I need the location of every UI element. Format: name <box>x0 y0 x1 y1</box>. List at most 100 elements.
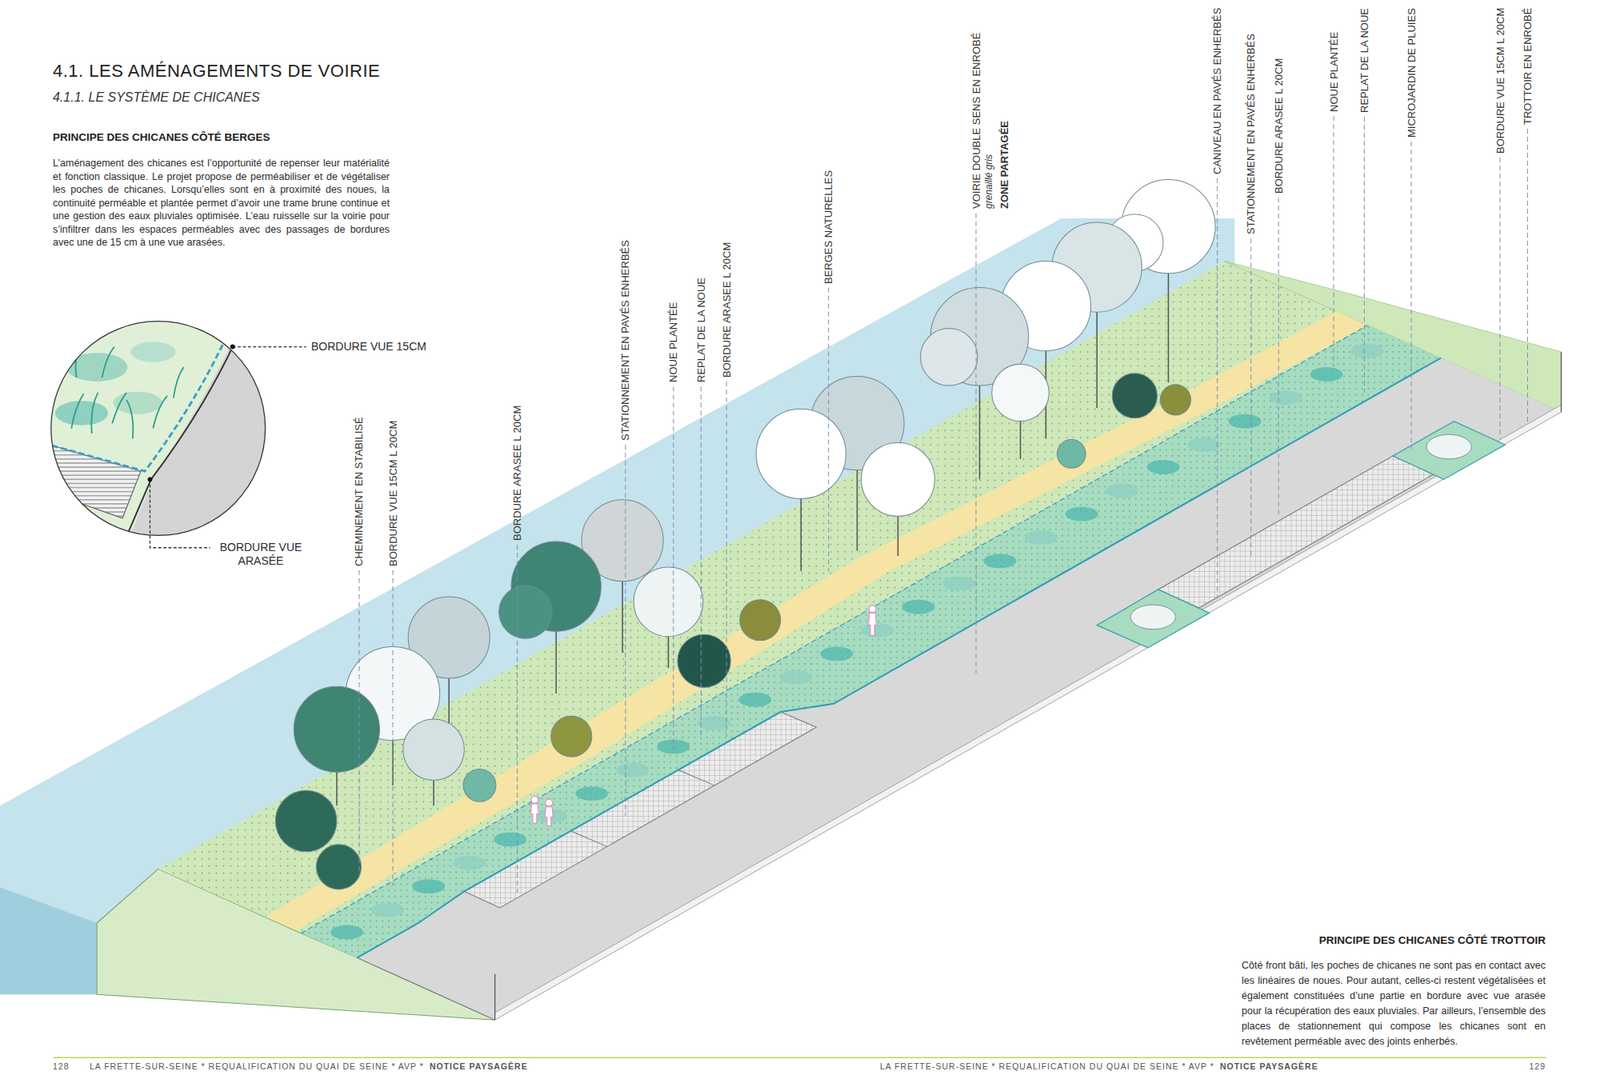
rain-garden <box>1096 589 1209 648</box>
people <box>530 605 876 827</box>
planting <box>1024 530 1058 545</box>
leader-line <box>516 544 518 893</box>
block-heading: PRINCIPE DES CHICANES CÔTÉ BERGES <box>52 130 271 144</box>
planting <box>1065 507 1099 522</box>
tree-canopy <box>403 719 465 781</box>
body-text: Côté front bâti, les poches de chicanes … <box>1241 958 1546 1050</box>
callout-label: BORDURE VUE 15CM L 20CM <box>387 420 400 567</box>
leader-line <box>1278 197 1280 516</box>
detail-grass <box>71 347 184 440</box>
leader-line <box>1333 116 1335 368</box>
planting <box>330 925 364 940</box>
person <box>868 612 876 636</box>
callout-label: TROTTOIR EN ENROBÉ <box>1521 8 1534 125</box>
leader-line <box>1500 157 1501 439</box>
tree-canopy <box>499 585 552 639</box>
rain-garden <box>1392 421 1505 480</box>
planting <box>738 692 772 708</box>
planting <box>1228 414 1262 429</box>
grass-blade <box>112 392 127 424</box>
footer-text: LA FRETTE-SUR-SEINE * REQUALIFICATION DU… <box>89 1061 424 1072</box>
section-edge <box>1560 352 1562 412</box>
planting <box>616 763 649 778</box>
planting <box>1310 367 1344 382</box>
planting <box>943 576 976 591</box>
leader-line <box>700 386 702 740</box>
bank-ground <box>158 260 1441 958</box>
grass-blade <box>126 400 133 439</box>
section-edge <box>494 974 496 1020</box>
grass-blade <box>102 347 115 378</box>
shrub <box>1130 604 1176 630</box>
callout-label: grenaillé gris <box>983 154 996 209</box>
planting <box>1351 344 1384 359</box>
leader-line <box>1250 238 1252 556</box>
leader-line <box>1411 141 1412 449</box>
tree-canopy <box>293 686 380 772</box>
leader-line <box>624 444 626 816</box>
page-number: 129 <box>1528 1061 1546 1072</box>
shrub <box>1426 434 1472 460</box>
planting <box>1188 437 1221 452</box>
planting <box>1147 460 1180 475</box>
callout-label: BORDURE ARASEE L 20CM <box>511 405 524 541</box>
planting <box>575 786 608 801</box>
person <box>545 799 553 807</box>
grass-blade <box>91 392 98 434</box>
grass-blade <box>71 393 84 428</box>
callout-label: STATIONNEMENT EN PAVÉS ENHERBÉS <box>1244 33 1257 235</box>
callout-label: ZONE PARTAGÉE <box>998 120 1011 209</box>
leader-line <box>828 288 829 572</box>
callout-label: STATIONNEMENT EN PAVÉS ENHERBÉS <box>619 240 632 441</box>
tree-trunks <box>336 255 1169 807</box>
callout-label: BORDURE VUE 15CM L 20CM <box>1494 8 1507 154</box>
leader-line <box>358 570 360 878</box>
planting <box>1269 390 1303 405</box>
detail-road <box>124 324 271 551</box>
footer-text: LA FRETTE-SUR-SEINE * REQUALIFICATION DU… <box>880 1061 1215 1072</box>
stabilised-path <box>265 311 1368 931</box>
callout-label: BORDURE ARASEE L 20CM <box>1272 58 1285 194</box>
planted-swale <box>300 325 1441 959</box>
swale-texture <box>300 325 1441 959</box>
footer-text: NOTICE PAYSAGÈRE <box>429 1061 528 1072</box>
body-text: L’aménagement des chicanes est l’opportu… <box>52 156 390 250</box>
leader-dot <box>148 476 153 482</box>
planting <box>493 832 527 848</box>
leader-line <box>726 381 728 737</box>
callout-label: REPLAT DE LA NOUE <box>1358 8 1371 113</box>
shrub <box>551 716 592 757</box>
footer-text: NOTICE PAYSAGÈRE <box>1220 1061 1319 1072</box>
shrub <box>677 634 731 688</box>
block-heading: PRINCIPE DES CHICANES CÔTÉ TROTTOIR <box>1241 933 1546 948</box>
planting <box>452 856 486 871</box>
kerb <box>495 404 1562 1020</box>
section-edge <box>356 957 495 1020</box>
detail-planting <box>55 400 108 426</box>
planting <box>697 716 731 731</box>
leader-line <box>1216 178 1218 597</box>
person <box>868 605 876 613</box>
tree-canopy <box>756 408 846 499</box>
footer-line: LA FRETTE-SUR-SEINE * REQUALIFICATION DU… <box>89 1061 528 1072</box>
planting <box>902 600 936 615</box>
tree-canopy <box>920 328 978 386</box>
callout-label: NOUE PLANTÉE <box>667 302 680 383</box>
section-subtitle: 4.1.1. LE SYSTÈME DE CHICANES <box>52 89 260 106</box>
person <box>544 807 553 827</box>
tree-canopies <box>275 179 1216 889</box>
grass-blade <box>76 347 81 378</box>
shrub <box>316 844 361 890</box>
planting <box>861 623 895 638</box>
shrub <box>1056 440 1086 469</box>
callout-label: MICROJARDIN DE PLUIES <box>1405 8 1418 138</box>
tree-canopy <box>633 567 704 637</box>
shrub <box>1112 373 1157 419</box>
shrub <box>740 600 781 641</box>
grass-blade <box>173 367 184 398</box>
detail-view <box>40 321 271 552</box>
page-title: 4.1. LES AMÉNAGEMENTS DE VOIRIE <box>52 60 380 82</box>
leader-line <box>976 212 977 673</box>
footer-line: LA FRETTE-SUR-SEINE * REQUALIFICATION DU… <box>880 1061 1319 1072</box>
